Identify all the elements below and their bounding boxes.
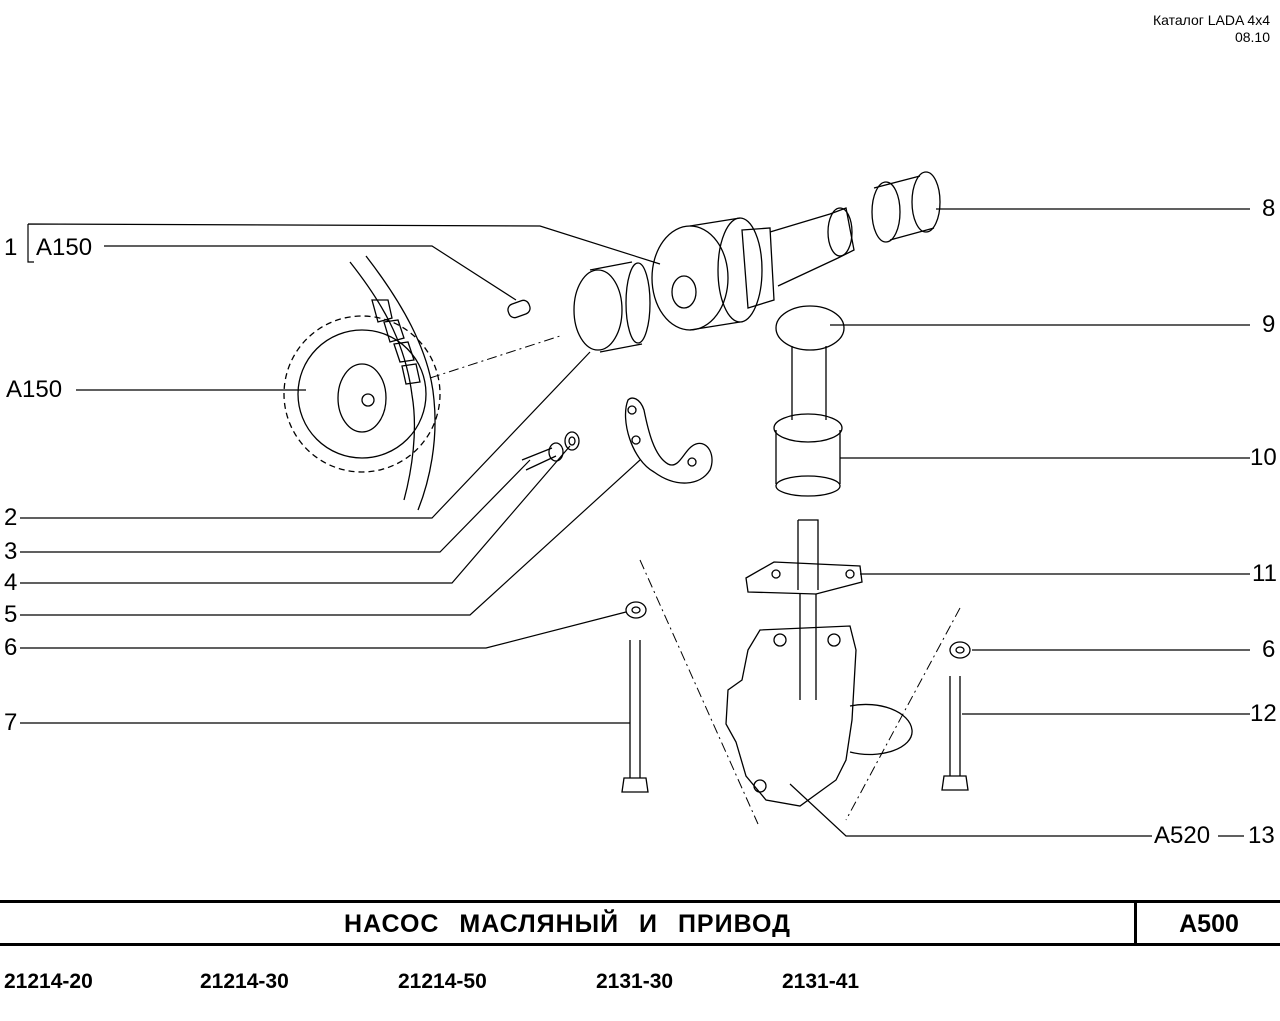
- front-bushing: [573, 261, 651, 353]
- camshaft-sprocket: [283, 315, 441, 473]
- spring-washer-right: [949, 641, 971, 659]
- callout-11: 11: [1252, 560, 1277, 587]
- callout-1: 1: [4, 234, 18, 261]
- callout-10: 10: [1250, 444, 1277, 471]
- timing-chain: [349, 255, 436, 511]
- model-code: 21214-20: [4, 970, 93, 993]
- page-title: НАСОС МАСЛЯНЫЙ И ПРИВОД: [344, 910, 791, 938]
- callout-1-ref: A150: [36, 234, 93, 261]
- dowel-pin: [507, 299, 531, 319]
- catalog-name: Каталог LADA 4x4: [1152, 12, 1270, 28]
- callout-4: 4: [4, 569, 18, 596]
- footer-top-rule: [0, 900, 1280, 903]
- section-code: A500: [1179, 910, 1239, 938]
- callout-13: 13: [1248, 822, 1275, 849]
- callout-6-left: 6: [4, 634, 18, 661]
- model-code: 21214-50: [398, 970, 487, 993]
- footer-divider: [1134, 902, 1137, 946]
- bolt-small: [521, 442, 564, 471]
- catalog-date: 08.10: [1234, 29, 1270, 45]
- callout-8: 8: [1262, 195, 1276, 222]
- rear-bushing: [871, 171, 941, 243]
- callout-2: 2: [4, 504, 18, 531]
- spring-washer-left: [625, 601, 647, 619]
- callout-9: 9: [1262, 311, 1276, 338]
- pump-bracket: [624, 397, 713, 484]
- pump-drive-gear: [773, 305, 845, 497]
- callout-13-ref: A520: [1154, 822, 1211, 849]
- callout-12: 12: [1250, 700, 1277, 727]
- model-code: 2131-41: [782, 970, 860, 993]
- callout-7: 7: [4, 709, 18, 736]
- catalog-header: Каталог LADA 4x4 08.10: [1153, 12, 1270, 46]
- callout-6-right: 6: [1262, 636, 1276, 663]
- exploded-parts-drawing: [20, 171, 1250, 837]
- callout-5: 5: [4, 601, 18, 628]
- long-bolt-right: [941, 676, 969, 791]
- footer-bottom-rule: [0, 943, 1280, 946]
- model-code: 21214-30: [200, 970, 289, 993]
- oil-pump-body: [725, 594, 913, 807]
- callout-3: 3: [4, 538, 18, 565]
- washer-small: [564, 431, 580, 451]
- long-bolt-left: [621, 640, 649, 793]
- pump-gasket-and-shaft: [745, 519, 863, 595]
- callout-a150-ref: A150: [6, 376, 63, 403]
- model-code: 2131-30: [596, 970, 674, 993]
- drive-gear-assembly: [651, 207, 855, 331]
